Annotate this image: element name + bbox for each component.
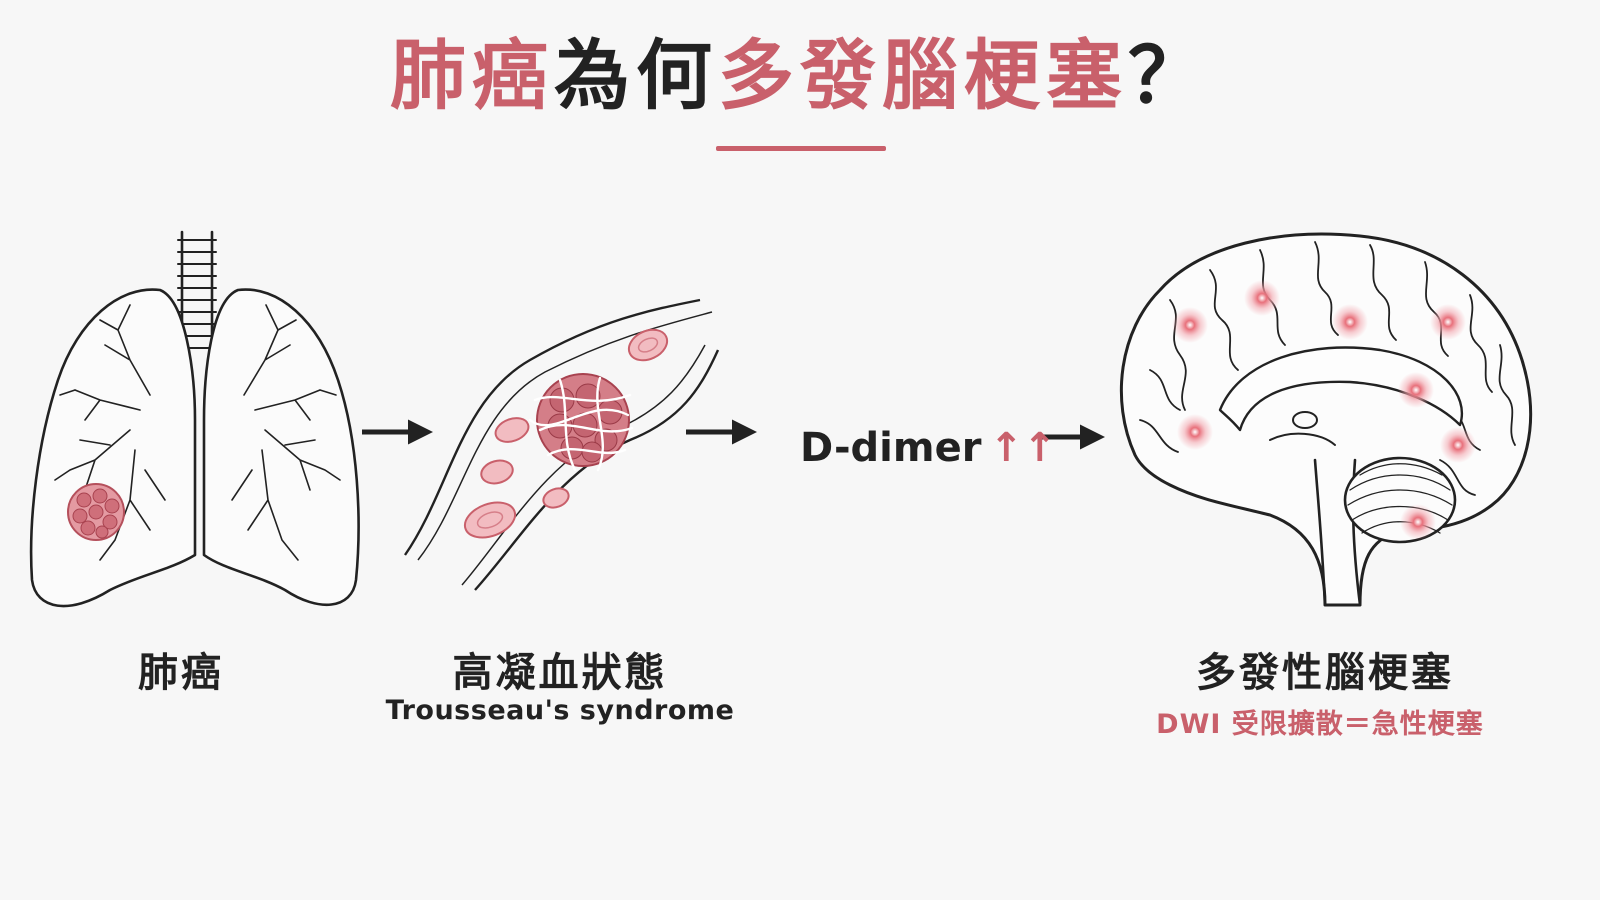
title-part-why: 為何 [554,31,718,120]
dwi-subtitle: DWI 受限擴散＝急性梗塞 [1156,709,1484,740]
title-part-lung-cancer: 肺癌 [390,31,554,120]
up-arrows-indicator: ↑↑ [989,425,1057,471]
title-part-question: ？ [1128,31,1210,120]
page-title: 肺癌為何多發腦梗塞？ [0,38,1600,114]
blood-vessel-clot-icon [404,298,720,591]
d-dimer-label: D-dimer [800,425,982,471]
lung-cancer-label: 肺癌 [138,650,224,696]
title-part-infarcts: 多發腦梗塞 [718,31,1128,120]
lungs-with-tumor-icon [29,230,360,608]
hypercoagulable-label: 高凝血狀態 [452,650,668,696]
trousseau-subtitle: Trousseau's syndrome [385,695,735,726]
d-dimer-marker: D-dimer↑↑ [800,425,1056,471]
multiple-infarcts-label: 多發性腦梗塞 [1196,650,1454,696]
brain-multiple-infarcts-icon [1119,232,1533,607]
title-underline [716,146,886,151]
